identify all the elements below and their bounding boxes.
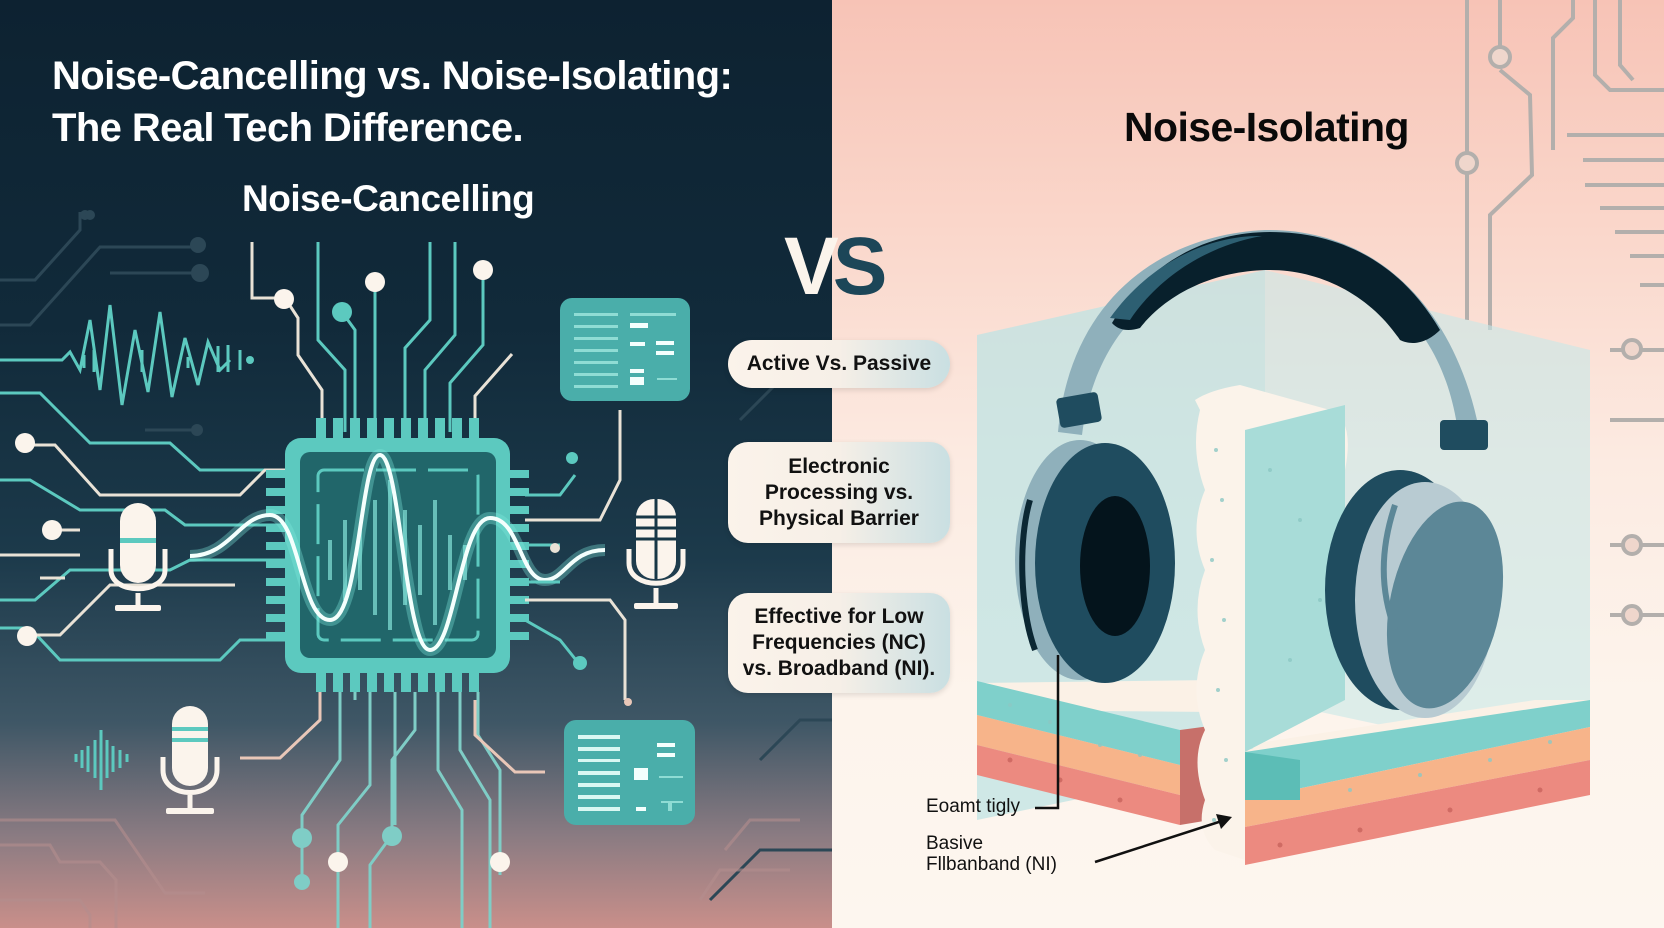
circuit-nodes-left [15, 433, 62, 646]
title-line-1: Noise-Cancelling vs. Noise-Isolating: [52, 54, 733, 98]
faint-circuit-bottom [0, 818, 800, 928]
comparison-pill-frequencies: Effective for Low Frequencies (NC) vs. B… [728, 593, 950, 693]
microphone-icon [160, 706, 220, 814]
comparison-pill-processing-barrier: Electronic Processing vs. Physical Barri… [728, 442, 950, 543]
title-line-2: The Real Tech Difference. [52, 106, 524, 150]
background-circuit-lines [0, 212, 832, 902]
pill-text: vs. Broadband (NI). [742, 657, 936, 680]
vs-letter-v: V [784, 221, 839, 312]
noise-cancelling-heading: Noise-Cancelling [242, 178, 535, 219]
page-title: Noise-Cancelling vs. Noise-Isolating: Th… [52, 50, 733, 154]
document-card-icon [564, 720, 695, 825]
noise-cancelling-illustration [0, 210, 832, 928]
pill-text: Electronic [788, 454, 890, 478]
foam-label: Eoamt tigly [926, 796, 1020, 817]
pill-text: Processing vs. [764, 480, 914, 504]
circuit-lines-bottom [300, 692, 502, 928]
microphone-icon [108, 503, 168, 611]
sound-wave-icon [0, 304, 242, 406]
passive-label-line-2: Fllbanband (NI) [926, 854, 1057, 875]
passive-label-line-1: Basive [926, 833, 984, 854]
noise-isolating-heading: Noise-Isolating [1124, 104, 1409, 150]
circuit-lines-top-light [250, 242, 514, 432]
circuit-nodes-top [274, 260, 493, 322]
cancelling-waveform [189, 448, 606, 657]
passive-label: Basive Fllbanband (NI) [926, 833, 1057, 875]
circuit-nodes-bottom [292, 826, 510, 890]
pill-text: Physical Barrier [759, 506, 919, 530]
small-sound-wave-icon [74, 730, 129, 790]
pill-text: Effective for Low [754, 605, 924, 628]
pill-text: Frequencies (NC) [752, 631, 926, 654]
circuit-lines-bottom-light [240, 692, 545, 774]
vs-letter-s: S [832, 221, 888, 312]
pill-text: Active Vs. Passive [746, 352, 932, 375]
comparison-pill-active-passive: Active Vs. Passive [728, 340, 950, 388]
background-circuit-nodes [80, 210, 209, 436]
microphone-grille-icon [626, 499, 686, 609]
circuit-nodes-right [550, 452, 632, 706]
document-card-icon [560, 298, 690, 401]
circuit-lines-right-light [525, 410, 627, 700]
circuit-lines-top [316, 242, 485, 432]
vs-badge: VS [784, 221, 888, 312]
